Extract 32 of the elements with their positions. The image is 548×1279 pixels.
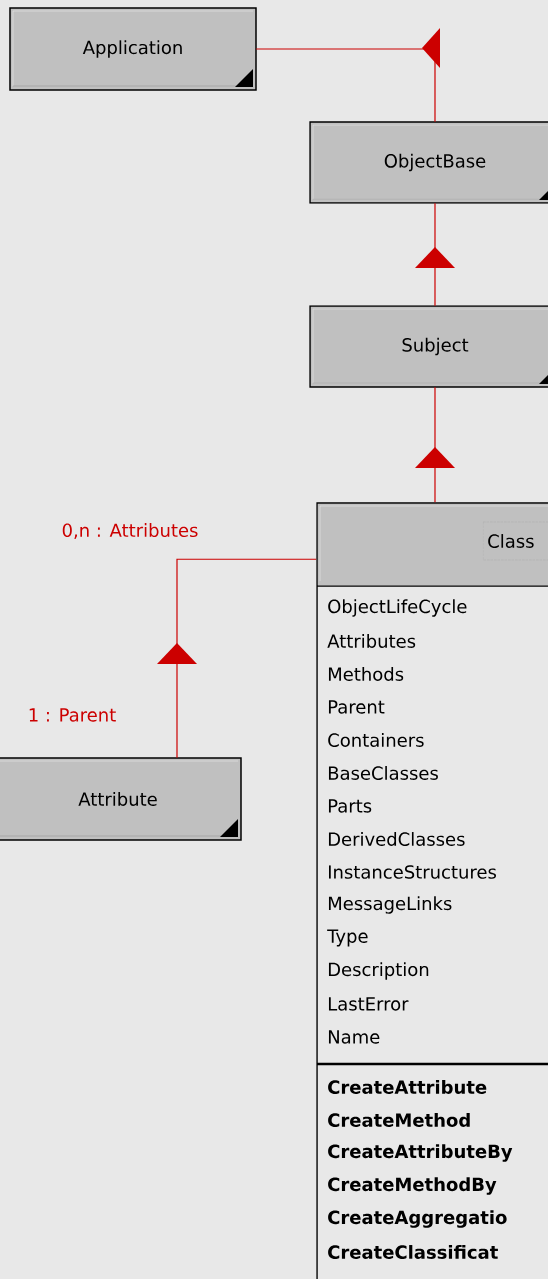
attribute-name: MessageLinks bbox=[328, 896, 452, 914]
attribute-name: LastError bbox=[328, 997, 409, 1011]
arrow bbox=[415, 386, 455, 503]
attribute-name: Description bbox=[328, 962, 429, 980]
method-name: CreateClassificat bbox=[328, 1245, 498, 1259]
method-name: CreateAttribute bbox=[328, 1080, 487, 1094]
attribute-name: Containers bbox=[328, 733, 424, 747]
edge-label: 0,n : Attributes bbox=[62, 523, 198, 539]
arrow bbox=[415, 202, 455, 307]
arrow bbox=[157, 558, 317, 759]
attribute-name: Type bbox=[327, 929, 368, 947]
method-name: CreateMethodBy bbox=[328, 1177, 497, 1195]
attribute-name: Attributes bbox=[327, 634, 416, 648]
attribute-name: Parent bbox=[328, 700, 385, 714]
class-box: Subject bbox=[309, 305, 548, 388]
attribute-name: Name bbox=[328, 1030, 380, 1044]
attribute-name: Methods bbox=[328, 667, 404, 681]
multiplicity-label: 1 : Parent bbox=[29, 708, 116, 722]
attribute-name: ObjectLifeCycle bbox=[328, 599, 467, 617]
attribute-name: DerivedClasses bbox=[328, 832, 465, 846]
attribute-name: InstanceStructures bbox=[328, 865, 496, 879]
method-name: CreateAttributeBy bbox=[328, 1144, 513, 1162]
class-box: Application bbox=[9, 7, 257, 91]
method-name: CreateMethod bbox=[328, 1113, 470, 1127]
class-box: ObjectBase bbox=[309, 121, 548, 204]
attribute-name: BaseClasses bbox=[328, 766, 438, 780]
class-box: Attribute bbox=[0, 757, 242, 841]
attribute-name: Parts bbox=[328, 799, 372, 813]
arrow bbox=[255, 28, 440, 123]
method-name: CreateAggregatio bbox=[328, 1210, 507, 1228]
class-box bbox=[316, 502, 548, 1279]
class-title: Class bbox=[482, 521, 548, 561]
